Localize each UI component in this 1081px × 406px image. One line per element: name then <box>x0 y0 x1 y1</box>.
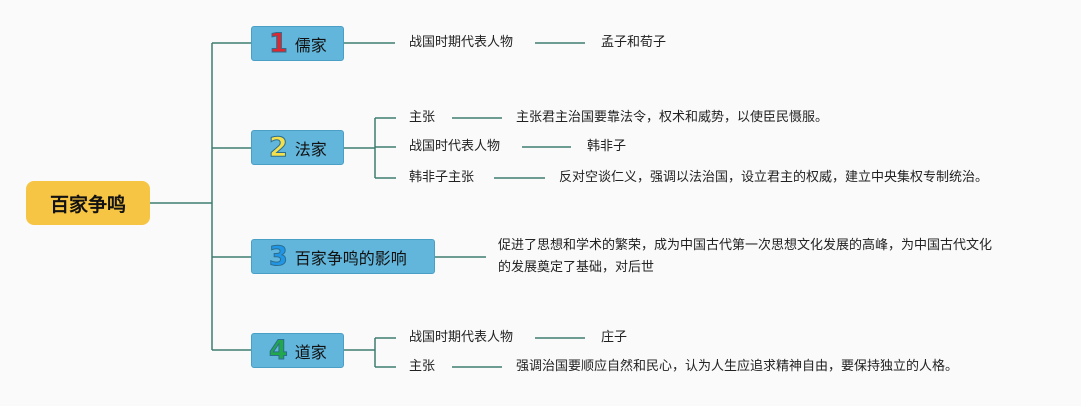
item-key: 主张 <box>409 359 436 374</box>
root-label: 百家争鸣 <box>49 193 126 216</box>
influence-text: 促进了思想和学术的繁荣，成为中国古代第一次思想文化发展的高峰，为中国古代文化的发… <box>498 238 993 275</box>
item-value: 庄子 <box>601 330 628 345</box>
item-key: 韩非子主张 <box>409 170 475 185</box>
item-value: 韩非子 <box>587 139 627 154</box>
item-key: 主张 <box>409 110 436 125</box>
topic-node-dao[interactable]: 4 道家 <box>251 333 344 368</box>
topic-node-influence[interactable]: 3 百家争鸣的影响 <box>251 239 435 274</box>
topic-number: 1 <box>269 28 289 59</box>
topic-label: 百家争鸣的影响 <box>294 248 407 268</box>
item-value: 主张君主治国要靠法令，权术和威势，以使臣民慑服。 <box>516 110 829 125</box>
topic-number: 4 <box>269 335 289 366</box>
root-node[interactable]: 百家争鸣 <box>26 181 150 225</box>
topic-label: 道家 <box>294 342 327 362</box>
item-key: 战国时期代表人物 <box>409 35 514 50</box>
topic-node-ru[interactable]: 1 儒家 <box>251 26 344 61</box>
topic-node-fa[interactable]: 2 法家 <box>251 130 344 165</box>
topic-label: 儒家 <box>294 35 327 55</box>
topic-number: 2 <box>269 132 289 163</box>
item-key: 战国时代表人物 <box>409 139 501 154</box>
topic-number: 3 <box>269 241 289 272</box>
item-value: 强调治国要顺应自然和民心，认为人生应追求精神自由，要保持独立的人格。 <box>516 359 959 374</box>
item-key: 战国时期代表人物 <box>409 330 514 345</box>
item-value: 孟子和荀子 <box>601 35 667 50</box>
topic-label: 法家 <box>294 139 327 159</box>
item-value: 反对空谈仁义，强调以法治国，设立君主的权威，建立中央集权专制统治。 <box>559 170 989 185</box>
